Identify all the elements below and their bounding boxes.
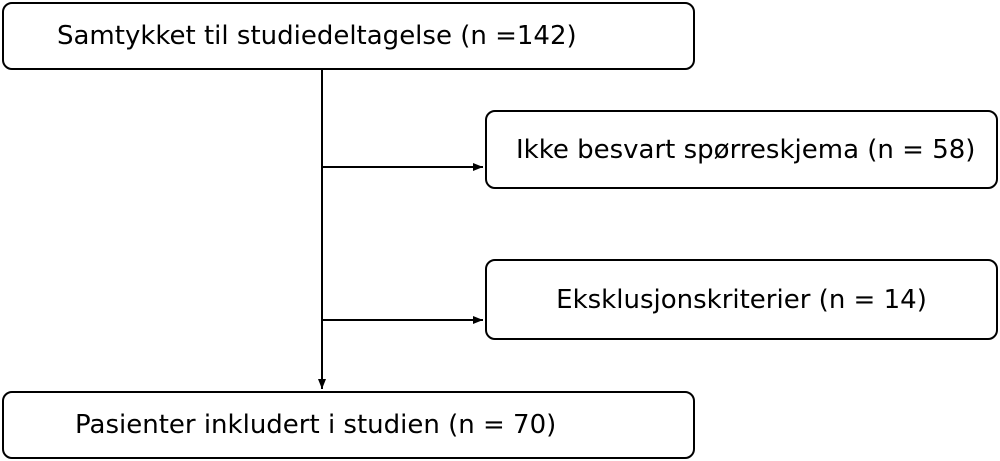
exclusion-criteria-box: Eksklusjonskriterier (n = 14) [485,259,998,340]
included-patients-label: Pasienter inkludert i studien (n = 70) [75,410,557,440]
consent-box: Samtykket til studiedeltagelse (n =142) [2,2,695,70]
included-patients-box: Pasienter inkludert i studien (n = 70) [2,391,695,459]
consent-label: Samtykket til studiedeltagelse (n =142) [57,21,577,51]
exclusion-criteria-label: Eksklusjonskriterier (n = 14) [556,284,927,315]
unanswered-questionnaire-box: Ikke besvart spørreskjema (n = 58) [485,110,998,189]
unanswered-questionnaire-label: Ikke besvart spørreskjema (n = 58) [516,134,976,165]
